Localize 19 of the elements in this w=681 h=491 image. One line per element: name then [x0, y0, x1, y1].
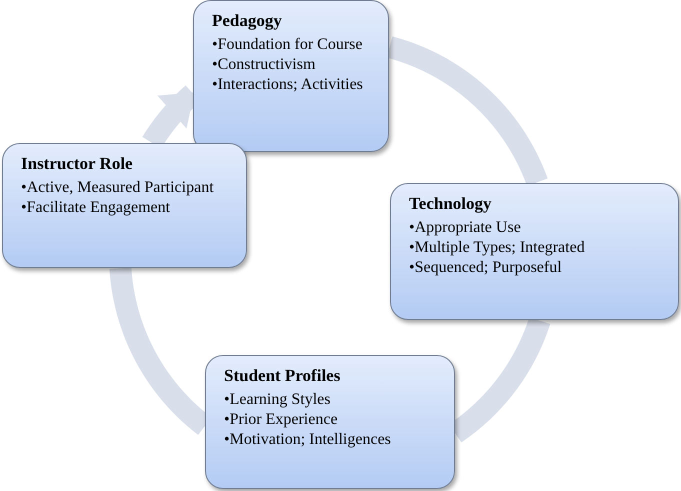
- box-heading: Technology: [409, 194, 492, 214]
- bullet-item: •Sequenced; Purposeful: [409, 258, 563, 278]
- bullet-item: •Constructivism: [212, 55, 316, 75]
- cycle-box: [205, 355, 455, 489]
- cycle-box: [2, 143, 247, 268]
- bullet-item: •Active, Measured Participant: [21, 178, 215, 198]
- bullet-item: •Multiple Types; Integrated: [409, 238, 586, 258]
- box-heading: Instructor Role: [21, 154, 133, 174]
- bullet-item: •Motivation; Intelligences: [224, 430, 392, 450]
- cycle-box: [193, 0, 389, 152]
- box-heading: Student Profiles: [224, 366, 340, 386]
- box-heading: Pedagogy: [212, 11, 282, 31]
- bullet-item: •Facilitate Engagement: [21, 198, 172, 218]
- bullet-item: •Interactions; Activities: [212, 75, 364, 95]
- bullet-item: •Appropriate Use: [409, 218, 522, 238]
- bullet-item: •Prior Experience: [224, 410, 339, 430]
- cycle-box: [390, 183, 679, 320]
- bullet-item: •Learning Styles: [224, 390, 332, 410]
- bullet-item: •Foundation for Course: [212, 35, 364, 55]
